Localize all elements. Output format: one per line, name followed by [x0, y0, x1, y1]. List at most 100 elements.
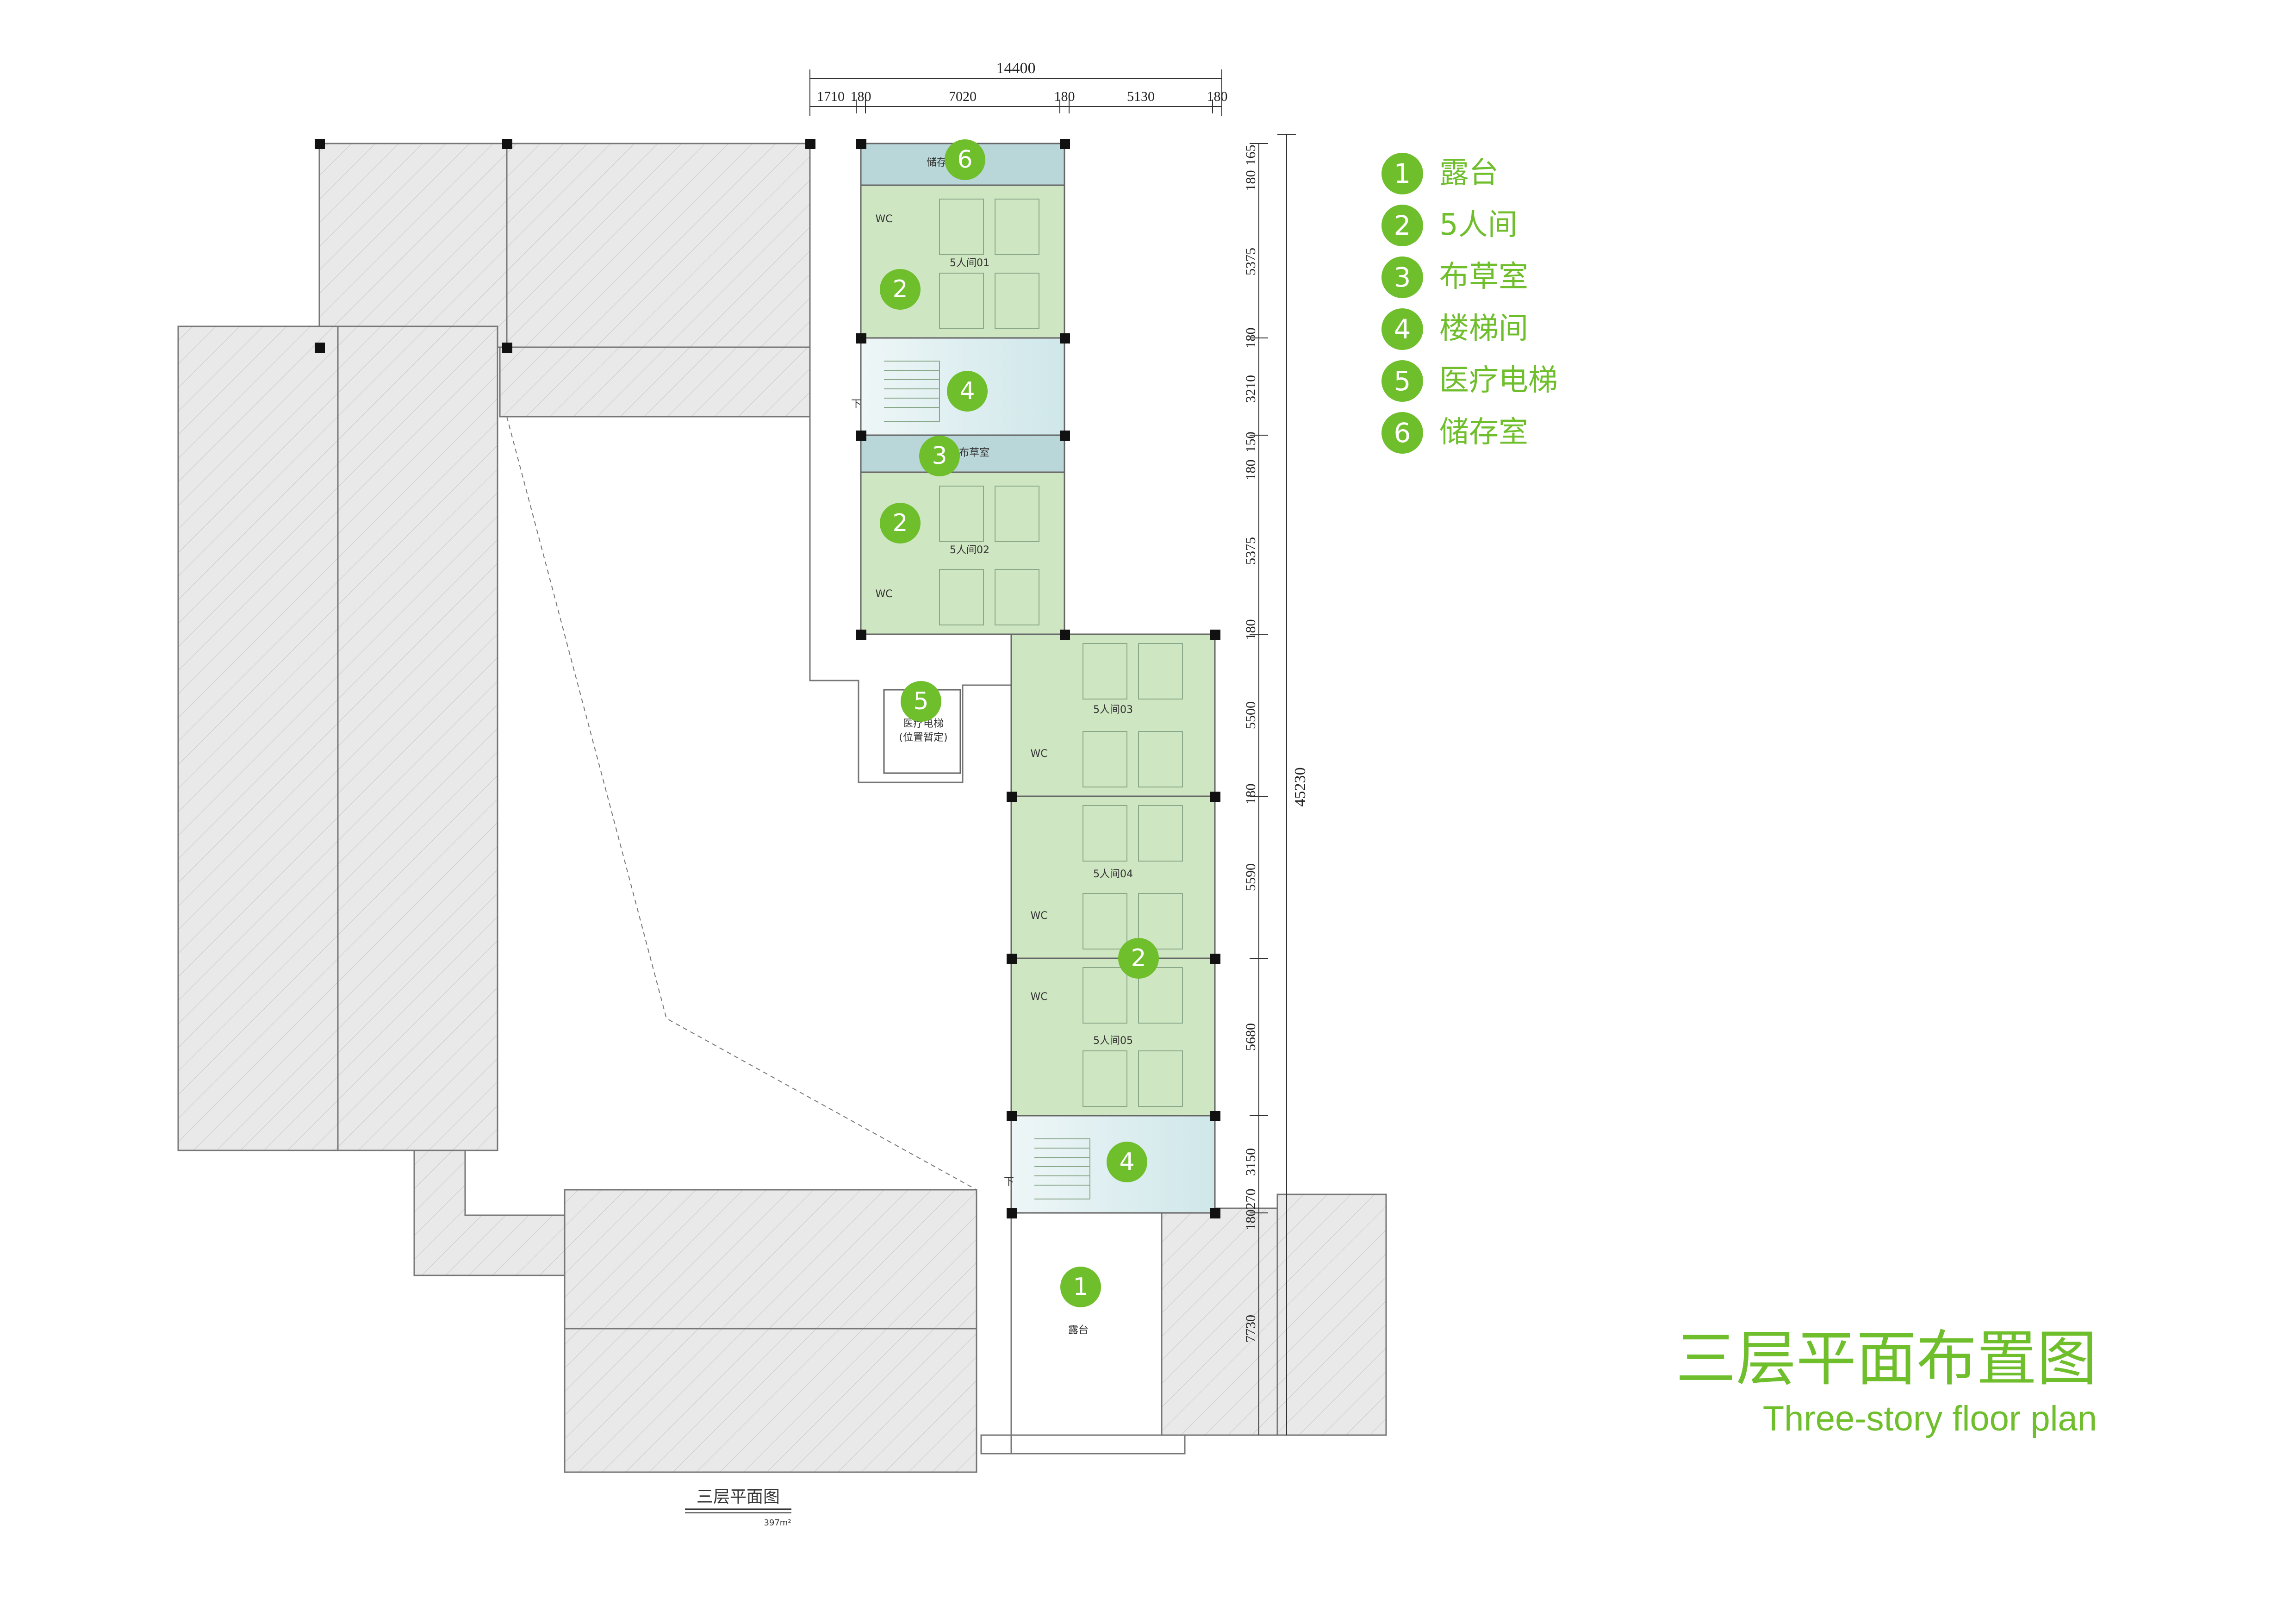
legend-label: 露台 — [1439, 156, 1499, 190]
linen-room-area — [860, 434, 1065, 473]
building-se-a — [1161, 1207, 1278, 1436]
label-wc-01: WC — [875, 213, 892, 225]
legend-number: 3 — [1381, 256, 1423, 298]
label-room-04: 5人间04 — [1093, 868, 1133, 880]
legend-label: 储存室 — [1439, 415, 1528, 450]
dim-top-segments: 1710 180 7020 180 5130 180 — [817, 89, 1228, 104]
dim-right-seg: 5375 — [1243, 537, 1258, 565]
label-elevator-2: (位置暂定) — [899, 732, 947, 743]
label-down-north: 下 — [851, 399, 861, 410]
dim-top-seg: 180 — [1207, 89, 1228, 104]
dim-right-seg: 180 — [1243, 1210, 1258, 1230]
dim-right-seg: 150 — [1243, 432, 1258, 453]
marker-room-05: 2 — [1118, 938, 1159, 979]
adjacent-buildings — [177, 143, 1387, 1473]
building-south-a — [564, 1189, 977, 1330]
room-05-area — [1010, 957, 1216, 1117]
dim-right-segments: 180 165 5375 180 3210 180 150 5375 180 5… — [1243, 145, 1258, 1343]
marker-storage: 6 — [945, 139, 985, 180]
dim-right-seg: 165 — [1243, 145, 1258, 166]
building-se-b — [1276, 1193, 1387, 1436]
drawing-title: 三层平面布置图 — [1675, 1324, 2097, 1394]
plan-caption: 三层平面图 397m² — [685, 1487, 791, 1528]
right-dimension — [1250, 134, 1296, 1435]
top-dimension — [809, 69, 1222, 116]
dim-right-seg: 5680 — [1243, 1023, 1258, 1051]
marker-number: 2 — [1131, 944, 1146, 972]
dim-right-seg: 5375 — [1243, 248, 1258, 275]
label-wc-03: WC — [1030, 748, 1047, 760]
dim-top-seg: 180 — [1054, 89, 1075, 104]
label-wc-04: WC — [1030, 910, 1047, 922]
marker-stair-north: 4 — [947, 371, 988, 412]
dim-top-seg: 7020 — [949, 89, 977, 104]
building-north-left — [318, 143, 508, 348]
plan-caption-area: 397m² — [764, 1518, 791, 1528]
dim-right-seg: 3150 — [1243, 1148, 1258, 1176]
legend-label: 布草室 — [1439, 260, 1528, 294]
legend-number: 1 — [1381, 153, 1423, 194]
plan-markers: 6 2 4 3 2 5 2 4 1 — [880, 139, 1159, 1307]
marker-number: 4 — [1119, 1148, 1134, 1176]
label-linen: 布草室 — [959, 447, 989, 459]
columns — [315, 139, 1220, 1218]
marker-number: 2 — [892, 509, 908, 537]
dim-right-seg: 7730 — [1243, 1315, 1258, 1343]
marker-stair-south: 4 — [1107, 1142, 1147, 1182]
label-down-south: 下 — [1004, 1176, 1014, 1188]
furniture — [884, 199, 1183, 1199]
marker-number: 3 — [932, 442, 947, 470]
dim-right-seg: 180 — [1243, 460, 1258, 481]
dim-top-seg: 5130 — [1127, 89, 1155, 104]
marker-number: 4 — [959, 377, 975, 405]
legend-label: 5人间 — [1439, 208, 1518, 242]
dim-right-seg: 5500 — [1243, 701, 1258, 729]
dim-right-seg: 270 — [1243, 1189, 1258, 1210]
dim-right-seg: 180 — [1243, 784, 1258, 805]
room-02-area — [860, 471, 1065, 635]
drawing-subtitle: Three-story floor plan — [1762, 1399, 2097, 1438]
legend-label: 医疗电梯 — [1439, 363, 1558, 398]
label-wc-02: WC — [875, 588, 892, 600]
label-room-05: 5人间05 — [1093, 1035, 1133, 1047]
room-01-area — [860, 184, 1065, 339]
marker-room-02: 2 — [880, 503, 921, 543]
building-north-low — [499, 346, 811, 418]
marker-number: 6 — [957, 146, 972, 174]
dim-top-total: 14400 — [996, 60, 1036, 77]
building-sw-link — [413, 1149, 566, 1276]
marker-room-01: 2 — [880, 269, 921, 310]
label-wc-05: WC — [1030, 991, 1047, 1003]
building-west-outer — [177, 325, 339, 1151]
legend-number: 6 — [1381, 412, 1423, 454]
room-04-area — [1010, 795, 1216, 959]
dim-top-seg: 180 — [851, 89, 871, 104]
marker-number: 5 — [913, 687, 928, 715]
marker-elevator: 5 — [901, 681, 941, 722]
label-room-02: 5人间02 — [950, 544, 989, 556]
marker-number: 2 — [892, 275, 908, 303]
label-room-03: 5人间03 — [1093, 704, 1133, 716]
room-03-area — [1010, 633, 1216, 797]
legend-number: 4 — [1381, 308, 1423, 350]
dim-right-total: 45230 — [1292, 768, 1309, 807]
dim-right-seg: 180 — [1243, 328, 1258, 349]
dim-right-seg: 3210 — [1243, 375, 1258, 403]
label-terrace: 露台 — [1068, 1324, 1089, 1336]
building-west-inner — [337, 325, 498, 1151]
dim-top-seg: 1710 — [817, 89, 845, 104]
marker-number: 1 — [1073, 1273, 1088, 1301]
courtyard-outline — [506, 144, 1186, 1455]
legend-number: 2 — [1381, 205, 1423, 246]
building-south-b — [564, 1328, 977, 1473]
legend-label: 楼梯间 — [1439, 312, 1528, 346]
label-room-01: 5人间01 — [950, 257, 989, 269]
plan-caption-title: 三层平面图 — [697, 1487, 780, 1506]
marker-terrace: 1 — [1060, 1267, 1101, 1307]
building-north-right — [506, 143, 811, 348]
dim-right-seg: 5590 — [1243, 863, 1258, 891]
dim-right-seg: 180 — [1243, 170, 1258, 191]
legend-number: 5 — [1381, 360, 1423, 402]
dim-right-seg: 180 — [1243, 619, 1258, 640]
